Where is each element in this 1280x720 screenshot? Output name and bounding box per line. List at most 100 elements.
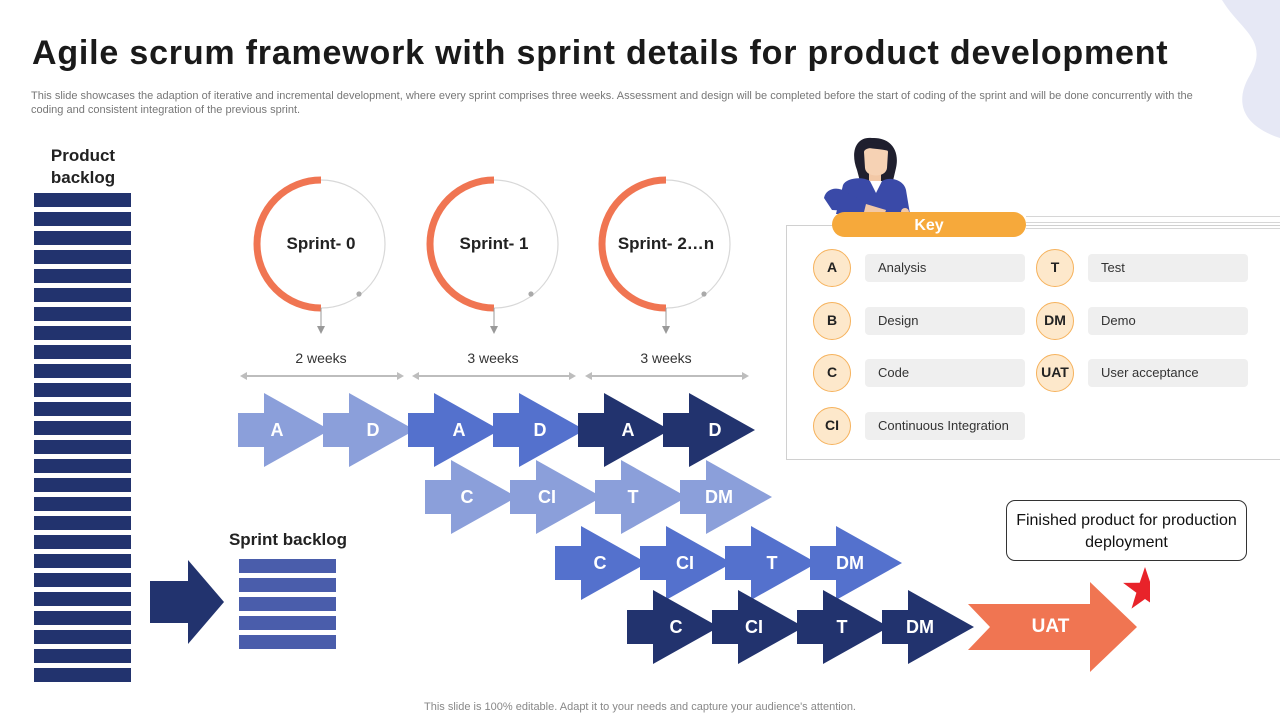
key-label-analysis: Analysis xyxy=(865,254,1025,282)
key-label-user-acceptance: User acceptance xyxy=(1088,359,1248,387)
chevron-r3-3 xyxy=(810,526,902,600)
sprint-0-label: Sprint- 0 xyxy=(286,234,356,253)
sprint-flow-chevrons xyxy=(238,393,1150,672)
key-badge-b: B xyxy=(813,302,851,340)
product-backlog-bar xyxy=(34,516,131,530)
corner-decoration xyxy=(1222,0,1280,138)
product-backlog-bar xyxy=(34,573,131,587)
sprint-backlog-bar xyxy=(239,616,336,630)
page-title: Agile scrum framework with sprint detail… xyxy=(32,34,1169,72)
sprint-ring-1 xyxy=(426,176,559,334)
key-divider-line xyxy=(1026,228,1280,229)
key-label-design: Design xyxy=(865,307,1025,335)
chevron-label-r1-3: D xyxy=(533,420,547,440)
sprint-ring-0 xyxy=(253,176,386,334)
chevron-label-r4-1: CI xyxy=(745,617,763,637)
sprint-backlog-bar xyxy=(239,635,336,649)
product-backlog-bar xyxy=(34,592,131,606)
chevron-label-r1-1: D xyxy=(366,420,380,440)
sprint-backlog-bar xyxy=(239,578,336,592)
product-backlog-bar xyxy=(34,649,131,663)
product-backlog-bar xyxy=(34,250,131,264)
chevron-r1-5 xyxy=(663,393,755,467)
product-backlog-bar xyxy=(34,630,131,644)
product-backlog-bar xyxy=(34,478,131,492)
chevron-label-r2-3: DM xyxy=(705,487,733,507)
finished-product-box: Finished product for production deployme… xyxy=(1006,500,1247,561)
chevron-r1-0 xyxy=(238,393,330,467)
uat-arrow xyxy=(968,582,1137,672)
chevron-r2-0 xyxy=(425,460,517,534)
sprint-1-duration: 3 weeks xyxy=(467,350,519,366)
chevron-r2-1 xyxy=(510,460,602,534)
key-label-code: Code xyxy=(865,359,1025,387)
product-backlog-bar xyxy=(34,440,131,454)
product-backlog-bar xyxy=(34,345,131,359)
product-backlog-bar xyxy=(34,383,131,397)
product-backlog-bar xyxy=(34,554,131,568)
product-backlog-bar xyxy=(34,288,131,302)
product-backlog-title: Product backlog xyxy=(50,146,116,187)
chevron-label-r2-0: C xyxy=(460,487,474,507)
person-illustration xyxy=(824,137,910,216)
key-divider-line xyxy=(1026,222,1280,223)
chevron-r4-2 xyxy=(797,590,889,664)
product-backlog-bar xyxy=(34,668,131,682)
product-backlog-bar xyxy=(34,459,131,473)
chevron-label-r1-5: D xyxy=(708,420,722,440)
key-panel xyxy=(786,225,1280,460)
product-backlog-bar xyxy=(34,326,131,340)
sprint-backlog-title: Sprint backlog xyxy=(228,530,348,549)
chevron-label-r1-4: A xyxy=(621,420,635,440)
footer-note: This slide is 100% editable. Adapt it to… xyxy=(424,701,856,713)
chevron-label-r2-2: T xyxy=(627,487,639,507)
chevron-label-r3-2: T xyxy=(766,553,778,573)
sprint-1-label: Sprint- 1 xyxy=(459,234,529,253)
chevron-label-r2-1: CI xyxy=(538,487,556,507)
chevron-r2-3 xyxy=(680,460,772,534)
product-backlog-bar xyxy=(34,193,131,207)
product-backlog-bar xyxy=(34,364,131,378)
key-badge-a: A xyxy=(813,249,851,287)
star-icon xyxy=(1123,567,1150,609)
page-subtitle: This slide showcases the adaption of ite… xyxy=(31,90,1193,116)
key-badge-c: C xyxy=(813,354,851,392)
product-backlog-bar xyxy=(34,421,131,435)
product-backlog-bar xyxy=(34,611,131,625)
sprint-0-duration: 2 weeks xyxy=(295,350,347,366)
chevron-r4-0 xyxy=(627,590,719,664)
chevron-r3-2 xyxy=(725,526,817,600)
key-label-demo: Demo xyxy=(1088,307,1248,335)
key-divider-line xyxy=(1026,216,1280,217)
product-backlog-bar xyxy=(34,231,131,245)
chevron-r1-1 xyxy=(323,393,415,467)
sprint-2-duration: 3 weeks xyxy=(640,350,692,366)
sprint-2-label: Sprint- 2…n xyxy=(617,234,715,253)
chevron-label-r3-1: CI xyxy=(676,553,694,573)
sprint-backlog-bar xyxy=(239,597,336,611)
uat-label: UAT xyxy=(1031,616,1070,637)
sprint-backlog-bar xyxy=(239,559,336,573)
chevron-label-r4-2: T xyxy=(836,617,848,637)
key-label-test: Test xyxy=(1088,254,1248,282)
key-label-continuous-integration: Continuous Integration xyxy=(865,412,1025,440)
product-backlog-bar xyxy=(34,307,131,321)
chevron-r4-3 xyxy=(882,590,974,664)
chevron-r1-3 xyxy=(493,393,585,467)
sprint-ring-2 xyxy=(598,176,731,334)
chevron-r1-4 xyxy=(578,393,670,467)
chevron-label-r3-0: C xyxy=(593,553,607,573)
chevron-r3-1 xyxy=(640,526,732,600)
product-backlog-bar xyxy=(34,497,131,511)
key-badge-uat: UAT xyxy=(1036,354,1074,392)
chevron-label-r1-2: A xyxy=(452,420,466,440)
product-backlog-bar xyxy=(34,402,131,416)
chevron-label-r3-3: DM xyxy=(836,553,864,573)
backlog-arrow-icon xyxy=(150,560,224,644)
key-badge-dm: DM xyxy=(1036,302,1074,340)
duration-arrows xyxy=(240,372,749,380)
chevron-label-r4-3: DM xyxy=(906,617,934,637)
key-badge-t: T xyxy=(1036,249,1074,287)
chevron-label-r4-0: C xyxy=(669,617,683,637)
chevron-r2-2 xyxy=(595,460,687,534)
